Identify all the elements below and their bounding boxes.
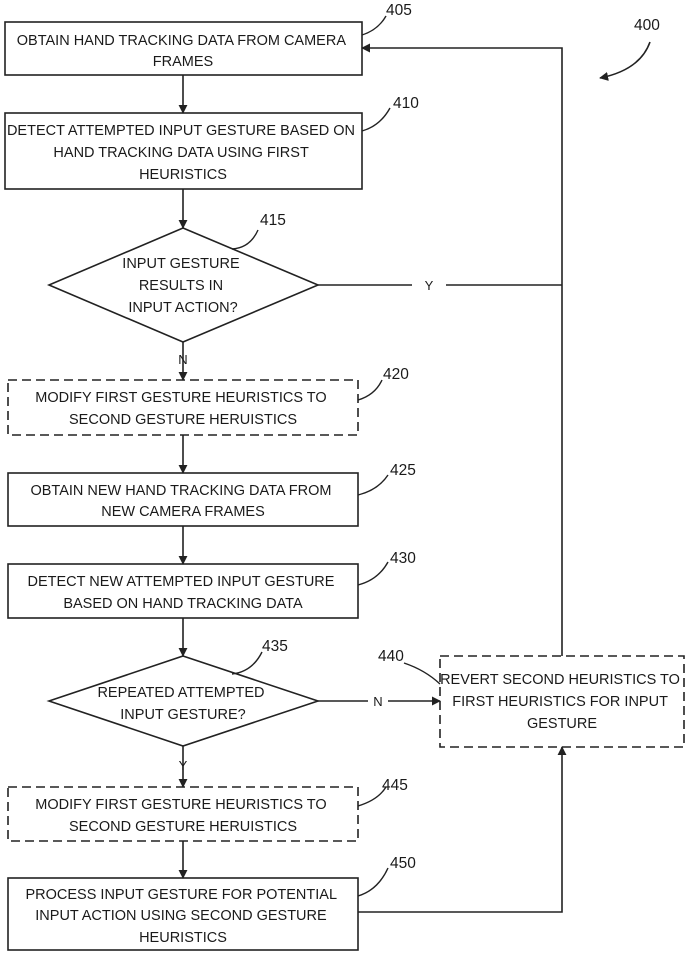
leader-450 xyxy=(357,867,389,897)
edge-label-415-yes: Y xyxy=(425,278,434,293)
node-435-line-2: INPUT GESTURE? xyxy=(120,707,245,723)
figure-number: 400 xyxy=(634,17,660,34)
leader-410 xyxy=(361,107,391,132)
node-405-line-1: OBTAIN HAND TRACKING DATA FROM CAMERA xyxy=(17,33,347,49)
ref-435: 435 xyxy=(262,638,288,655)
node-430-line-1: DETECT NEW ATTEMPTED INPUT GESTURE xyxy=(28,574,335,590)
node-435-decision xyxy=(46,655,321,747)
node-450-box xyxy=(7,877,359,951)
node-405-text: OBTAIN HAND TRACKING DATA FROM CAMERA FR… xyxy=(17,33,349,70)
leader-415 xyxy=(231,229,259,250)
node-415-line-2: RESULTS IN xyxy=(139,278,223,294)
figure-number-arrow xyxy=(599,41,651,81)
node-425-box xyxy=(7,472,359,527)
ref-440: 440 xyxy=(378,648,404,665)
node-450-text: PROCESS INPUT GESTURE FOR POTENTIAL INPU… xyxy=(25,887,340,946)
ref-420: 420 xyxy=(383,366,409,383)
ref-425: 425 xyxy=(390,462,416,479)
node-440-text: REVERT SECOND HEURISTICS TO FIRST HEURIS… xyxy=(440,672,684,732)
node-410-line-1: DETECT ATTEMPTED INPUT GESTURE BASED ON xyxy=(7,123,355,139)
node-425-line-1: OBTAIN NEW HAND TRACKING DATA FROM xyxy=(30,483,331,499)
node-420-line-1: MODIFY FIRST GESTURE HEURISTICS TO xyxy=(35,390,326,406)
edge-label-435-no: N xyxy=(373,694,382,709)
node-410-line-3: HEURISTICS xyxy=(139,167,227,183)
leader-405 xyxy=(361,15,387,36)
leader-430 xyxy=(357,561,389,586)
arrow-440-to-405 xyxy=(361,43,563,656)
node-440-line-2: FIRST HEURISTICS FOR INPUT xyxy=(452,694,668,710)
node-430-text: DETECT NEW ATTEMPTED INPUT GESTURE BASED… xyxy=(28,574,339,612)
node-450-line-1: PROCESS INPUT GESTURE FOR POTENTIAL xyxy=(25,887,336,903)
node-415-text: INPUT GESTURE RESULTS IN INPUT ACTION? xyxy=(122,256,243,316)
ref-410: 410 xyxy=(393,95,419,112)
node-415-line-3: INPUT ACTION? xyxy=(128,300,237,316)
node-415-line-1: INPUT GESTURE xyxy=(122,256,240,272)
node-405-line-2: FRAMES xyxy=(153,54,213,70)
node-450-line-2: INPUT ACTION USING SECOND GESTURE xyxy=(35,908,327,924)
node-410-line-2: HAND TRACKING DATA USING FIRST xyxy=(53,145,309,161)
ref-405: 405 xyxy=(386,2,412,19)
node-425-text: OBTAIN NEW HAND TRACKING DATA FROM NEW C… xyxy=(30,483,335,520)
node-445-line-2: SECOND GESTURE HERUISTICS xyxy=(69,819,297,835)
node-430-line-2: BASED ON HAND TRACKING DATA xyxy=(63,596,303,612)
edge-label-415-no: N xyxy=(178,352,187,367)
ref-450: 450 xyxy=(390,855,416,872)
node-405-box xyxy=(4,21,363,76)
leader-440 xyxy=(403,662,441,685)
arrow-450-to-440 xyxy=(358,746,567,913)
node-440-line-1: REVERT SECOND HEURISTICS TO xyxy=(440,672,680,688)
ref-445: 445 xyxy=(382,777,408,794)
node-435-text: REPEATED ATTEMPTED INPUT GESTURE? xyxy=(97,685,268,723)
node-435-line-1: REPEATED ATTEMPTED xyxy=(97,685,264,701)
node-450-line-3: HEURISTICS xyxy=(139,930,227,946)
leader-445 xyxy=(357,786,387,807)
leader-425 xyxy=(357,474,389,496)
node-445-line-1: MODIFY FIRST GESTURE HEURISTICS TO xyxy=(35,797,326,813)
edge-label-435-yes: Y xyxy=(179,758,188,773)
node-440-line-3: GESTURE xyxy=(527,716,597,732)
ref-430: 430 xyxy=(390,550,416,567)
node-420-text: MODIFY FIRST GESTURE HEURISTICS TO SECON… xyxy=(35,390,330,428)
leader-435 xyxy=(231,651,263,675)
ref-415: 415 xyxy=(260,212,286,229)
node-410-box xyxy=(4,112,363,190)
node-445-text: MODIFY FIRST GESTURE HEURISTICS TO SECON… xyxy=(35,797,330,835)
node-425-line-2: NEW CAMERA FRAMES xyxy=(101,504,265,520)
node-410-text: DETECT ATTEMPTED INPUT GESTURE BASED ON … xyxy=(7,123,359,183)
leader-420 xyxy=(357,379,383,401)
node-420-line-2: SECOND GESTURE HERUISTICS xyxy=(69,412,297,428)
